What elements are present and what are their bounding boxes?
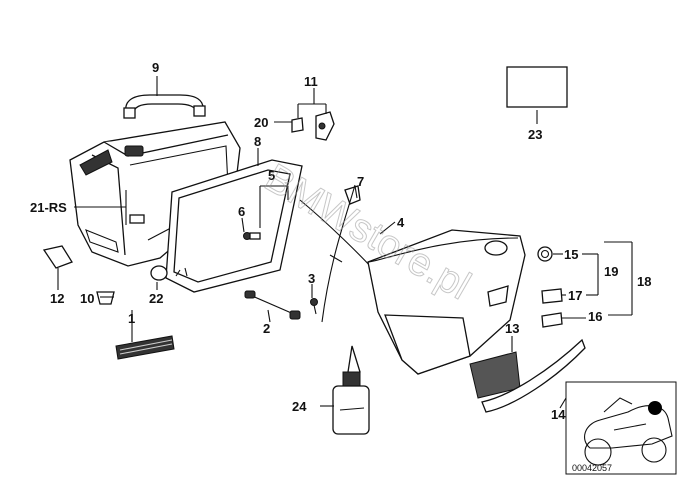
callout-16: 16 (588, 309, 602, 324)
label-box-part (506, 66, 568, 108)
seal-frame-part (165, 159, 303, 293)
callout-13: 13 (505, 321, 519, 336)
callout-21-rs: 21-RS (30, 200, 67, 215)
callout-labels: 9 11 20 8 5 7 6 4 21-RS 3 12 10 22 2 1 2… (30, 60, 651, 422)
callout-8: 8 (254, 134, 261, 149)
callout-19: 19 (604, 264, 618, 279)
pin-part (244, 290, 301, 320)
location-marker-icon (648, 401, 662, 415)
callout-18: 18 (637, 274, 651, 289)
bolt-part (310, 298, 318, 315)
emblem-parts (537, 246, 563, 328)
callout-10: 10 (80, 291, 94, 306)
callout-20: 20 (254, 115, 268, 130)
lid-part (367, 229, 526, 375)
callout-23: 23 (528, 127, 542, 142)
callout-5: 5 (268, 168, 275, 183)
adhesive-bottle-part (332, 345, 370, 435)
reference-code: 00042057 (572, 463, 612, 473)
strip-part (115, 335, 175, 360)
trim-strip-part (481, 338, 586, 413)
callout-7: 7 (357, 174, 364, 189)
callout-9: 9 (152, 60, 159, 75)
case-shell-part (69, 121, 241, 267)
callout-1: 1 (128, 311, 135, 326)
callout-12: 12 (50, 291, 64, 306)
callout-3: 3 (308, 271, 315, 286)
callout-24: 24 (292, 399, 307, 414)
screw-part (243, 232, 261, 240)
hinge-part (42, 245, 73, 269)
callout-6: 6 (238, 204, 245, 219)
cap-part (96, 291, 115, 305)
leader-lines (57, 76, 633, 409)
watermark-text: BMWstore.pl (258, 156, 478, 309)
callout-17: 17 (568, 288, 582, 303)
callout-4: 4 (397, 215, 405, 230)
callout-11: 11 (304, 74, 318, 89)
latch-part (291, 111, 335, 141)
callout-2: 2 (263, 321, 270, 336)
callout-22: 22 (149, 291, 163, 306)
callout-14: 14 (551, 407, 566, 422)
handle-part (123, 94, 206, 119)
motorcycle-thumbnail (565, 381, 677, 475)
plug-part (150, 265, 168, 281)
callout-15: 15 (564, 247, 578, 262)
